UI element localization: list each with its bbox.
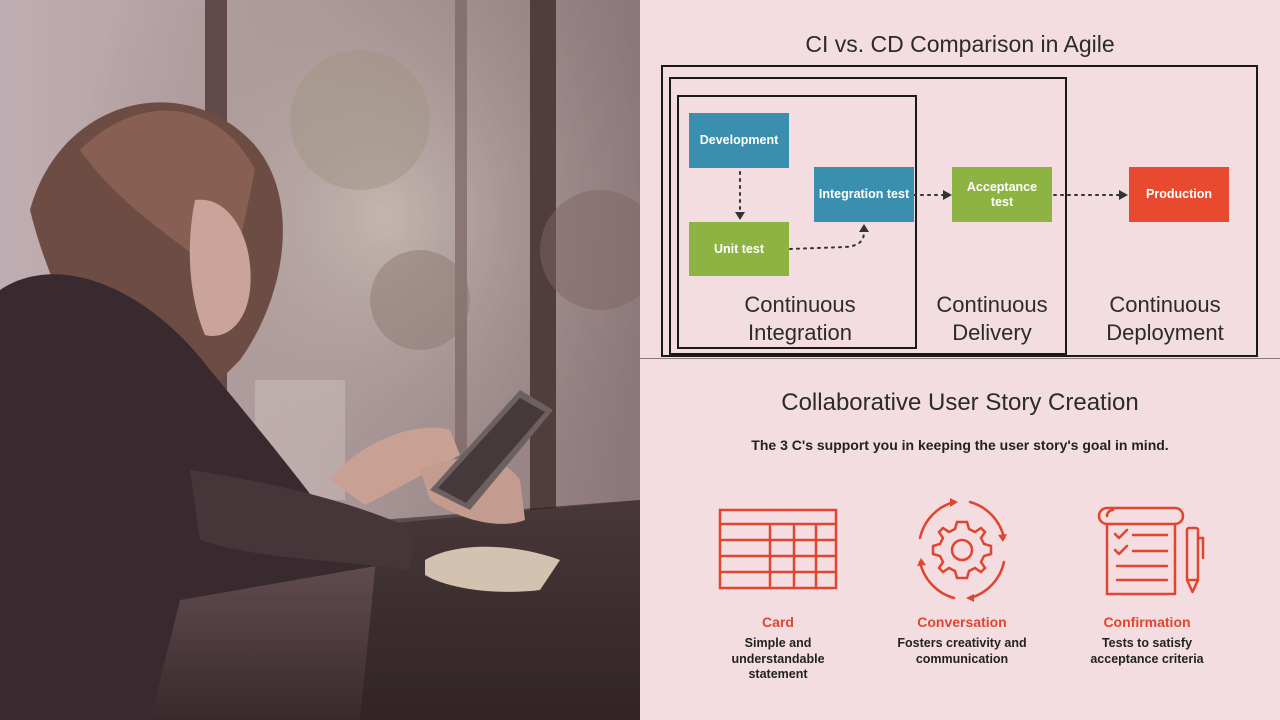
card-title: Card xyxy=(762,614,794,630)
user-story-subtitle: The 3 C's support you in keeping the use… xyxy=(751,437,1169,453)
arrow-head-up xyxy=(859,224,869,232)
conversation-description: Fosters creativity and communication xyxy=(897,636,1027,666)
integration-test-box: Integration test xyxy=(814,167,914,222)
photo-illustration xyxy=(0,0,640,720)
conversation-column: Conversation Fosters creativity and comm… xyxy=(862,498,1062,667)
slide-panel: CI vs. CD Comparison in Agile Developmen… xyxy=(640,0,1280,720)
conversation-title: Conversation xyxy=(917,614,1007,630)
arrow-head-right-1 xyxy=(943,190,952,200)
integration-frame xyxy=(677,95,917,349)
confirmation-title: Confirmation xyxy=(1103,614,1191,630)
continuous-integration-label: Continuous Integration xyxy=(744,292,856,345)
card-table-icon xyxy=(718,508,838,590)
gear-cycle-icon xyxy=(917,498,1007,602)
section-divider xyxy=(640,358,1280,359)
checklist-pen-icon xyxy=(1097,506,1205,596)
production-box: Production xyxy=(1129,167,1229,222)
acceptance-test-box: Acceptance test xyxy=(952,167,1052,222)
confirmation-column: Confirmation Tests to satisfy acceptance… xyxy=(1047,498,1247,667)
photo-woman-using-tablet xyxy=(0,0,640,720)
continuous-deployment-label: Continuous Deployment xyxy=(1106,292,1224,345)
deployment-frame xyxy=(661,65,1258,357)
ci-cd-title: CI vs. CD Comparison in Agile xyxy=(805,31,1115,57)
development-box: Development xyxy=(689,113,789,168)
arrow-head-right-2 xyxy=(1119,190,1128,200)
card-description: Simple and understandable statement xyxy=(731,636,825,681)
delivery-frame xyxy=(669,77,1067,355)
confirmation-description: Tests to satisfy acceptance criteria xyxy=(1090,636,1204,666)
arrow-head-down xyxy=(735,212,745,220)
card-column: Card Simple and understandable statement xyxy=(678,498,878,683)
user-story-title: Collaborative User Story Creation xyxy=(781,389,1139,416)
unit-test-box: Unit test xyxy=(689,222,789,276)
continuous-delivery-label: Continuous Delivery xyxy=(936,292,1048,345)
pipeline-arrows xyxy=(735,171,1128,250)
